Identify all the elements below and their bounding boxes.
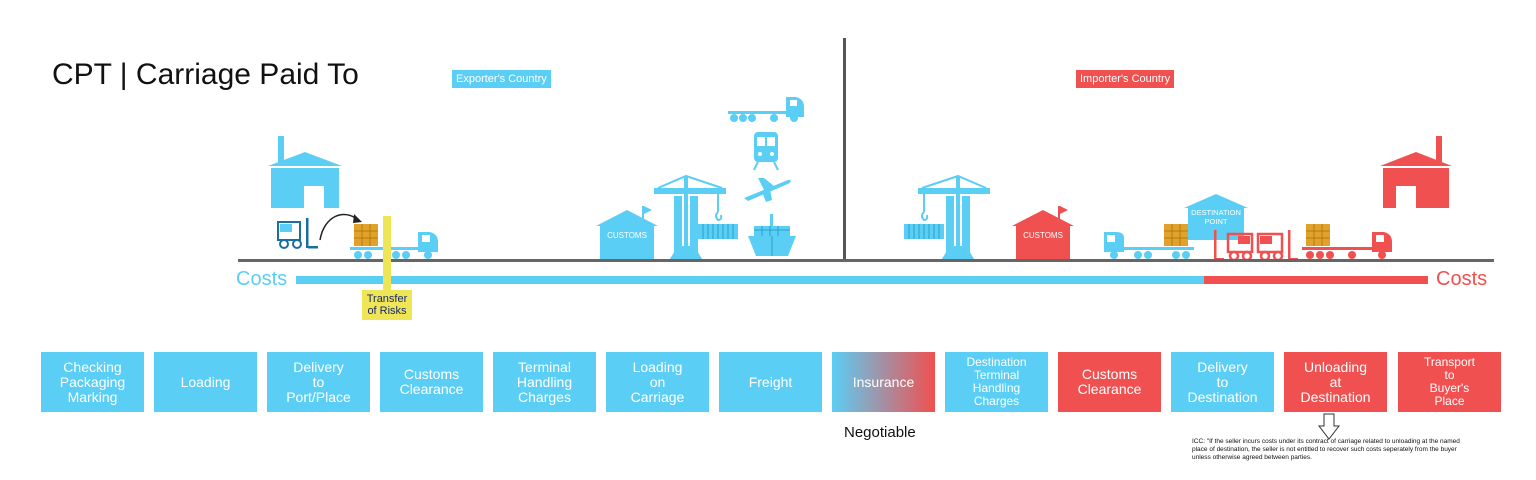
exporter-crane-icon xyxy=(654,174,726,262)
loading-arrow-icon xyxy=(319,213,362,241)
negotiable-label: Negotiable xyxy=(844,424,916,441)
step-box: Freight xyxy=(719,352,822,412)
country-divider xyxy=(843,38,846,260)
step-box: Loading xyxy=(154,352,257,412)
step-box: Loading on Carriage xyxy=(606,352,709,412)
icc-note: ICC: "If the seller incurs costs under i… xyxy=(1192,438,1460,461)
importer-container-icon xyxy=(904,224,944,239)
exporter-warehouse-icon xyxy=(268,136,342,208)
exporter-country-tag: Exporter's Country xyxy=(452,70,551,88)
step-box: Checking Packaging Marking xyxy=(41,352,144,412)
forklift-icon xyxy=(277,218,318,249)
importer-crane-icon xyxy=(918,174,990,262)
ground-line xyxy=(238,259,1494,262)
exporter-container-icon xyxy=(698,224,738,239)
down-arrow-icon xyxy=(1317,413,1341,440)
buyer-cost-bar xyxy=(1204,276,1428,284)
step-box: Customs Clearance xyxy=(380,352,483,412)
page-title: CPT | Carriage Paid To xyxy=(52,58,359,91)
exporter-customs-house-icon xyxy=(596,206,658,262)
importer-truck-icon xyxy=(1104,224,1194,259)
truck-icon xyxy=(350,224,438,259)
train-icon xyxy=(753,132,779,171)
truck-freight-icon xyxy=(728,97,804,122)
step-box: Destination Terminal Handling Charges xyxy=(945,352,1048,412)
step-box: Customs Clearance xyxy=(1058,352,1161,412)
airplane-icon xyxy=(744,178,791,202)
risk-transfer-marker xyxy=(383,216,391,291)
step-box: Unloading at Destination xyxy=(1284,352,1387,412)
transfer-of-risks-label: Transfer of Risks xyxy=(362,290,412,320)
buyer-truck-icon xyxy=(1302,224,1392,259)
destination-point-label: DESTINATION POINT xyxy=(1191,208,1241,226)
exporter-customs-label: CUSTOMS xyxy=(607,231,647,240)
forklift-red-2-icon xyxy=(1256,230,1298,262)
forklift-red-icon xyxy=(1214,230,1254,262)
step-box: Delivery to Port/Place xyxy=(267,352,370,412)
step-box: Insurance xyxy=(832,352,935,412)
step-box: Terminal Handling Charges xyxy=(493,352,596,412)
step-box: Transport to Buyer's Place xyxy=(1398,352,1501,412)
buyer-costs-label: Costs xyxy=(1436,268,1488,290)
importer-customs-label: CUSTOMS xyxy=(1023,231,1063,240)
importer-country-tag: Importer's Country xyxy=(1076,70,1175,88)
importer-customs-house-icon xyxy=(1012,206,1074,262)
importer-warehouse-icon xyxy=(1380,136,1452,208)
seller-costs-label: Costs xyxy=(236,268,288,290)
step-box: Delivery to Destination xyxy=(1171,352,1274,412)
seller-cost-bar xyxy=(296,276,1206,284)
ship-icon xyxy=(748,214,796,256)
